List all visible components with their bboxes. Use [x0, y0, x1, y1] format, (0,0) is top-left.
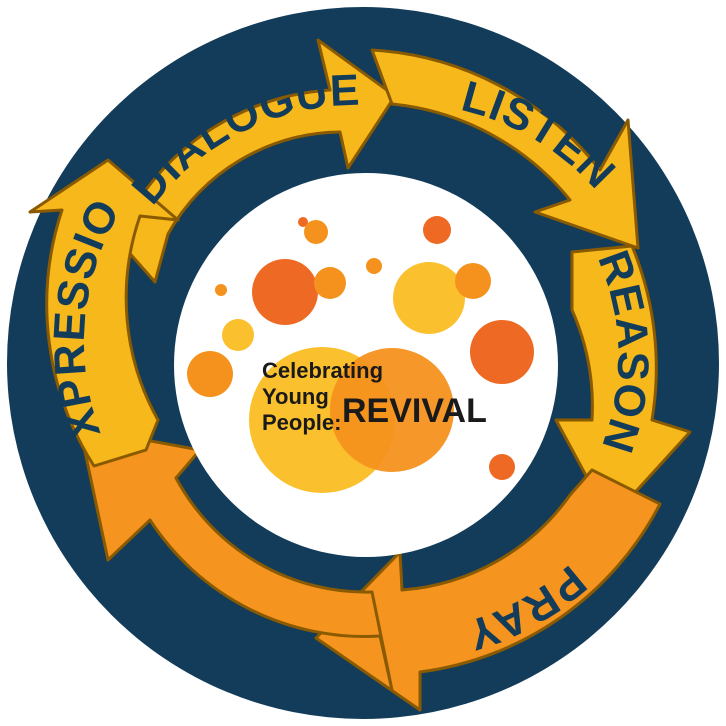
- bubble: [489, 454, 515, 480]
- center-emphasis: REVIVAL: [342, 392, 487, 430]
- center-line-2: Young: [262, 384, 329, 409]
- bubble: [304, 220, 328, 244]
- bubble: [298, 217, 308, 227]
- arrow-pray: [314, 468, 662, 712]
- bubble: [252, 259, 318, 325]
- arrows: [28, 38, 692, 712]
- bubble: [187, 351, 233, 397]
- center-line-3: People:: [262, 410, 341, 435]
- bubble: [314, 267, 346, 299]
- bubble: [366, 258, 382, 274]
- bubble: [470, 320, 534, 384]
- arrow-expression: [28, 158, 180, 468]
- bubble-cluster: [187, 216, 534, 493]
- bubble: [330, 348, 454, 472]
- bubble: [423, 216, 451, 244]
- arrow-inspire: [78, 426, 394, 692]
- arrow-reason: [554, 244, 692, 522]
- bubble: [215, 284, 227, 296]
- arrow-listen: [370, 48, 640, 250]
- bubble: [222, 319, 254, 351]
- bubble: [393, 262, 465, 334]
- center-line-1: Celebrating: [262, 358, 383, 383]
- bubble: [455, 263, 491, 299]
